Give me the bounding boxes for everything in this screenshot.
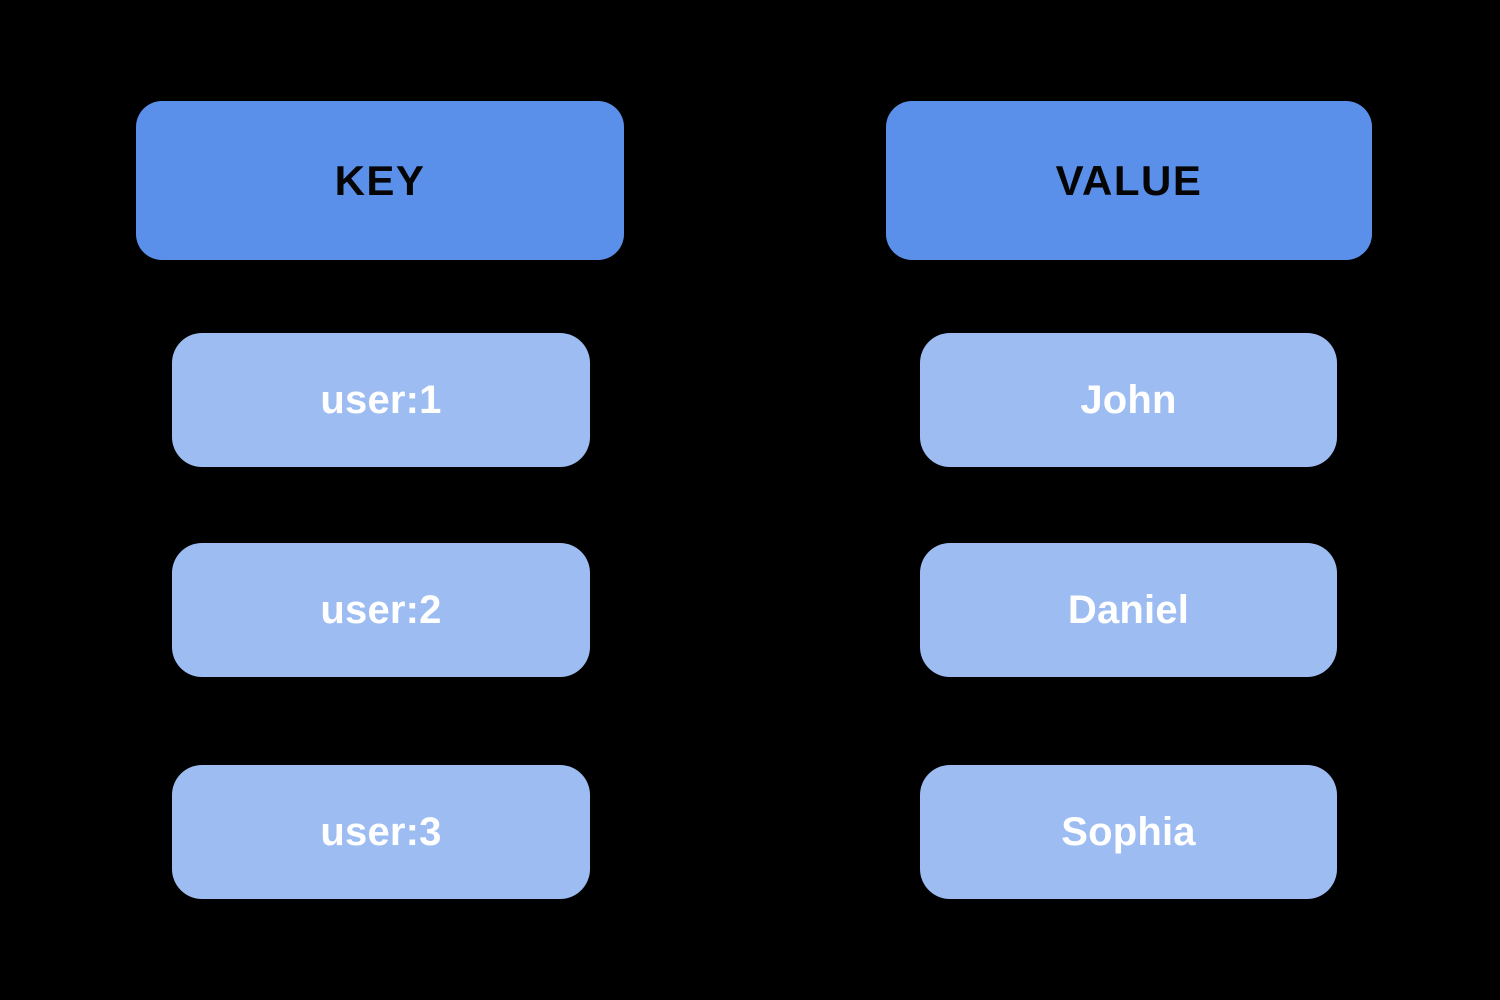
key-column-header-label: KEY [334,156,426,204]
key-column-header: KEY [136,101,624,260]
value-cell-3-label: Sophia [1061,810,1196,854]
key-cell-2-label: user:2 [320,588,442,632]
key-cell-3-label: user:3 [320,810,442,854]
value-cell-2-label: Daniel [1067,588,1190,632]
key-cell-2[interactable]: user:2 [172,543,590,677]
value-column-header-label: VALUE [1055,156,1203,204]
key-cell-1-label: user:1 [320,378,442,422]
value-cell-1[interactable]: John [920,333,1337,467]
key-cell-1[interactable]: user:1 [172,333,590,467]
key-cell-3[interactable]: user:3 [172,765,590,899]
value-cell-1-label: John [1080,378,1177,422]
value-cell-3[interactable]: Sophia [920,765,1337,899]
value-cell-2[interactable]: Daniel [920,543,1337,677]
value-column-header: VALUE [886,101,1372,260]
